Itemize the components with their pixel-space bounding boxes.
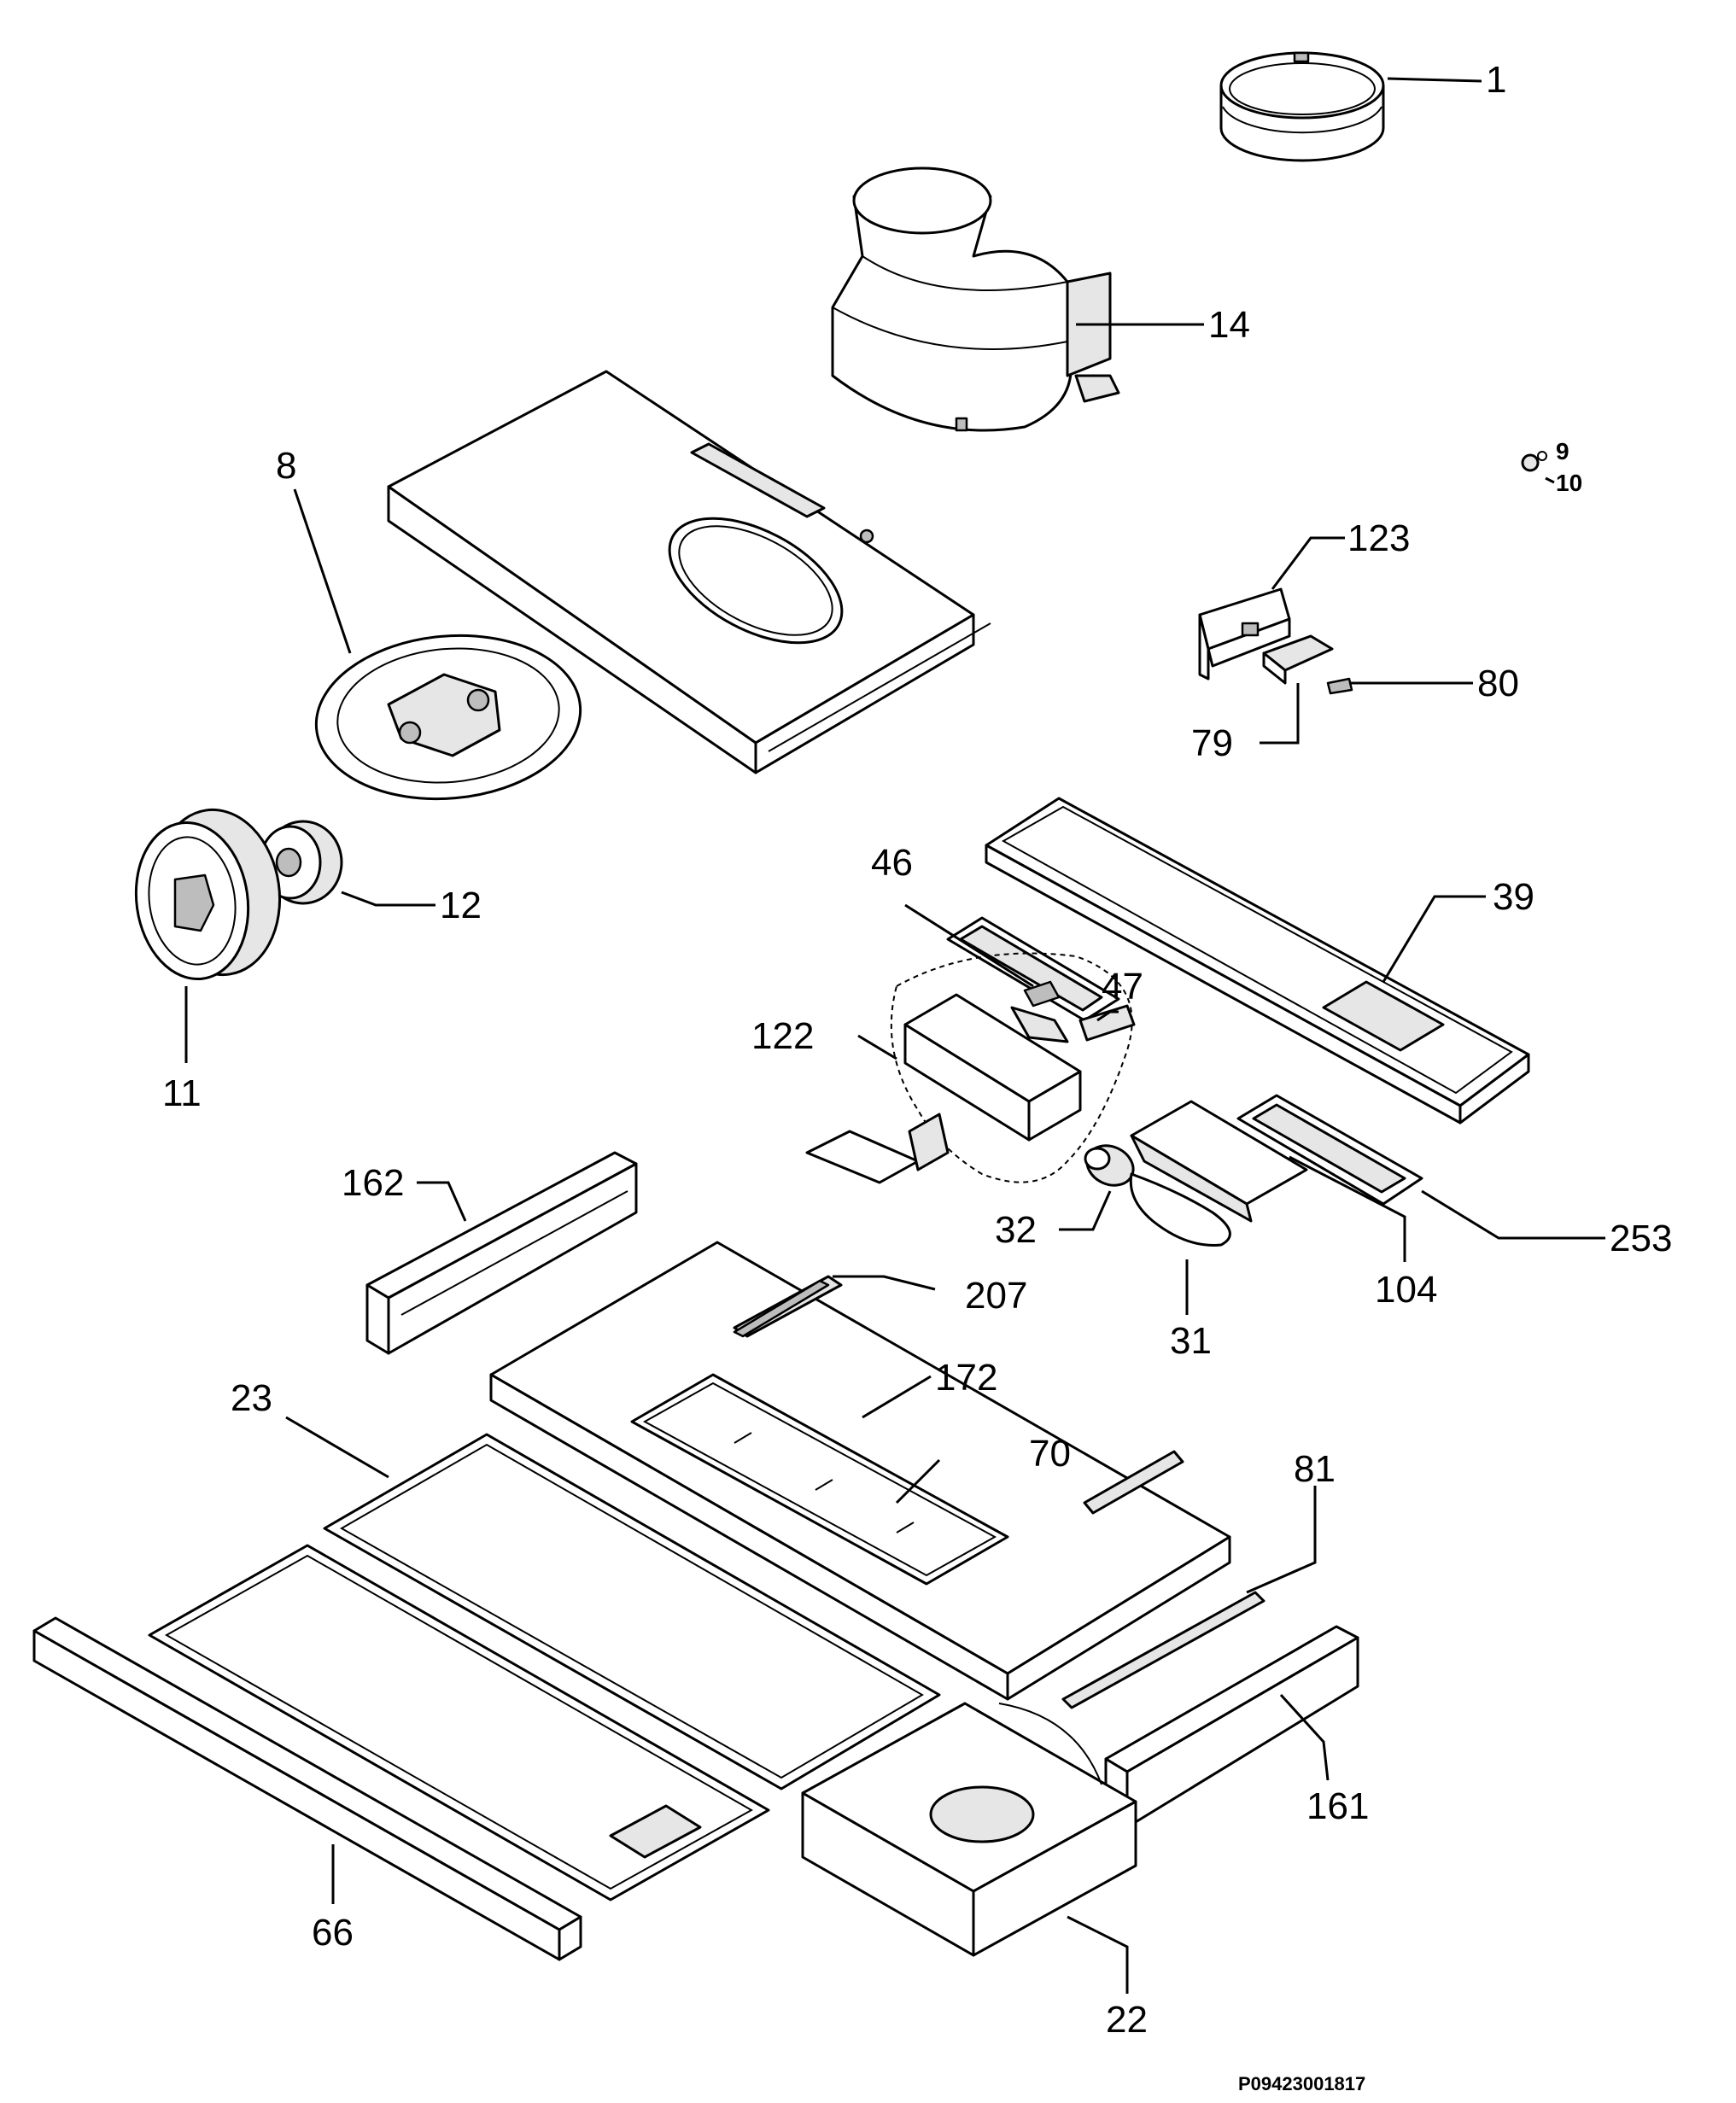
callout-123: 123 (1347, 517, 1410, 559)
callout-81: 81 (1294, 1448, 1336, 1490)
callout-46: 46 (871, 842, 913, 884)
callout-labels: 1 14 9 10 8 123 80 79 12 11 46 39 47 122… (162, 59, 1672, 2094)
callout-104: 104 (1375, 1269, 1437, 1311)
part-8-fan-base-plate (314, 634, 582, 801)
callout-207: 207 (965, 1275, 1027, 1317)
figure-code: P09423001817 (1238, 2073, 1365, 2094)
part-79-switch (1262, 634, 1334, 685)
callout-8: 8 (276, 445, 296, 487)
part-253-filter-plate (1236, 1094, 1423, 1206)
part-31-bulb (1129, 1172, 1231, 1247)
callout-253: 253 (1610, 1218, 1672, 1259)
part-162-left-rail (365, 1151, 638, 1355)
callout-11: 11 (162, 1072, 202, 1114)
callout-80: 80 (1477, 663, 1519, 704)
callout-122: 122 (751, 1015, 814, 1057)
callout-39: 39 (1493, 876, 1534, 918)
part-1-duct-collar (1219, 51, 1385, 162)
part-70-glass (630, 1373, 1009, 1586)
callout-161: 161 (1306, 1785, 1369, 1827)
part-123-bracket (1198, 587, 1291, 681)
part-66-front-trim (32, 1616, 582, 1961)
callout-9: 9 (1556, 438, 1569, 464)
callout-79: 79 (1191, 722, 1233, 764)
hood-upper-body (387, 370, 991, 774)
part-39-frame (985, 797, 1530, 1125)
part-122-electronics-group (805, 952, 1136, 1184)
part-22-base-tray (801, 1702, 1137, 1957)
callout-47: 47 (1102, 966, 1143, 1008)
callout-70: 70 (1029, 1433, 1071, 1475)
callout-1: 1 (1486, 59, 1506, 101)
callout-23: 23 (231, 1377, 272, 1419)
part-14-blower-housing (831, 166, 1120, 432)
callout-31: 31 (1170, 1320, 1212, 1362)
part-23-glass-frame (323, 1433, 941, 1790)
callout-10: 10 (1556, 470, 1582, 496)
callout-14: 14 (1208, 304, 1250, 346)
leader-lines (184, 77, 1605, 1994)
callout-162: 162 (342, 1162, 404, 1204)
callout-66: 66 (312, 1912, 354, 1954)
callout-172: 172 (935, 1357, 997, 1399)
grease-filter-lower (148, 1544, 770, 1901)
part-11-fan-wheel (134, 808, 282, 981)
grease-filter-plate-left (946, 916, 1120, 1022)
part-9-10-screws (1521, 451, 1547, 472)
callout-12: 12 (440, 885, 482, 926)
callout-22: 22 (1106, 1999, 1148, 2041)
part-207-strip (733, 1279, 830, 1338)
part-104-lamp-cover (1130, 1100, 1308, 1223)
part-80-screw (1326, 677, 1353, 695)
part-81-rail-strip (1061, 1591, 1265, 1709)
callout-32: 32 (995, 1209, 1037, 1251)
